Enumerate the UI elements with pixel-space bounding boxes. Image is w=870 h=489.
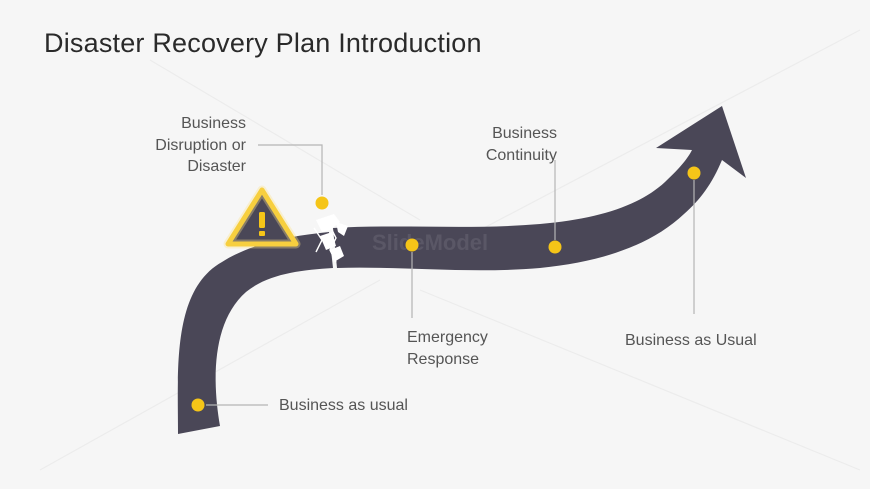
dot-usual-start <box>191 398 205 412</box>
background-lines <box>39 29 861 471</box>
label-emergency: Emergency Response <box>407 329 488 368</box>
label-usual-start: Business as usual <box>279 397 408 414</box>
crack-fragments <box>316 214 348 262</box>
dot-usual-end <box>687 166 701 180</box>
watermark-text: SlideModel <box>372 230 488 255</box>
crack-lines <box>313 225 337 263</box>
warning-triangle-icon <box>223 185 301 249</box>
arrow-segment-end <box>333 106 746 271</box>
dot-continuity <box>548 240 562 254</box>
arrow-segment-start <box>177 232 333 434</box>
slide-title: Disaster Recovery Plan Introduction <box>44 28 482 58</box>
milestone-dots <box>191 166 701 412</box>
leader-lines <box>206 144 695 406</box>
label-usual-end: Business as Usual <box>625 332 757 349</box>
label-continuity: Business Continuity <box>485 125 557 164</box>
leader-disruption <box>258 144 323 195</box>
dot-disruption <box>315 196 329 210</box>
label-disruption: Business Disruption or Disaster <box>155 115 246 175</box>
dot-emergency <box>405 238 419 252</box>
